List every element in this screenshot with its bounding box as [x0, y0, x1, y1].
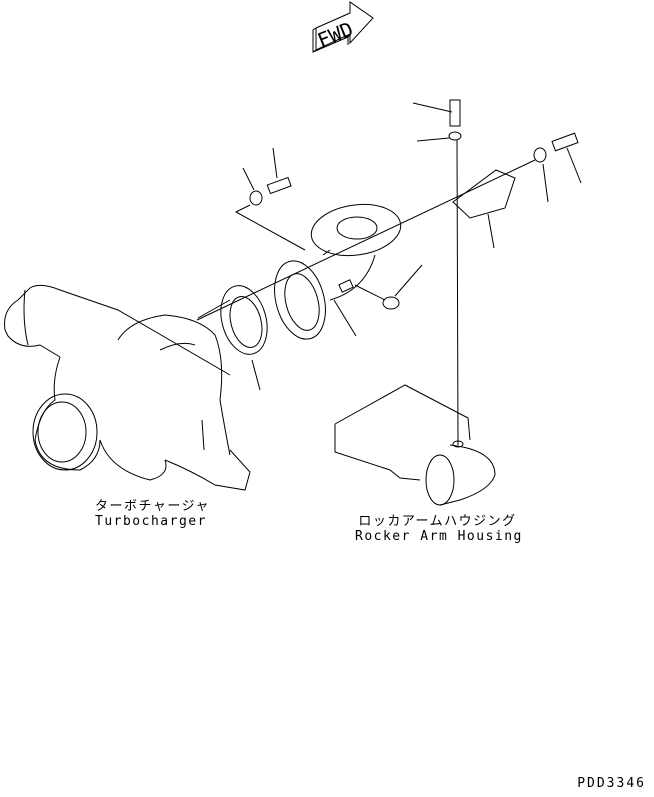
turbocharger-label-en: Turbocharger [95, 514, 207, 529]
bracket-assembly-drawing [196, 99, 582, 446]
rocker-arm-housing-label-jp: ロッカアームハウジング [358, 514, 517, 529]
rocker-arm-housing-drawing [334, 384, 496, 506]
elbow-pipe-drawing [274, 203, 402, 340]
rocker-arm-housing-label: ロッカアームハウジング Rocker Arm Housing [355, 514, 523, 544]
svg-text:FWD: FWD [314, 17, 356, 53]
plug-bolt-drawing [354, 264, 423, 310]
gasket-drawing [197, 285, 268, 391]
bolt-nut-left-drawing [234, 147, 306, 251]
drawing-code: PDD3346 [577, 776, 646, 791]
fwd-arrow-icon: FWD [312, 1, 374, 53]
turbocharger-drawing [4, 284, 251, 491]
rocker-arm-housing-label-en: Rocker Arm Housing [355, 529, 523, 544]
turbocharger-label-jp: ターボチャージャ [95, 499, 210, 514]
turbocharger-label: ターボチャージャ Turbocharger [95, 499, 210, 529]
